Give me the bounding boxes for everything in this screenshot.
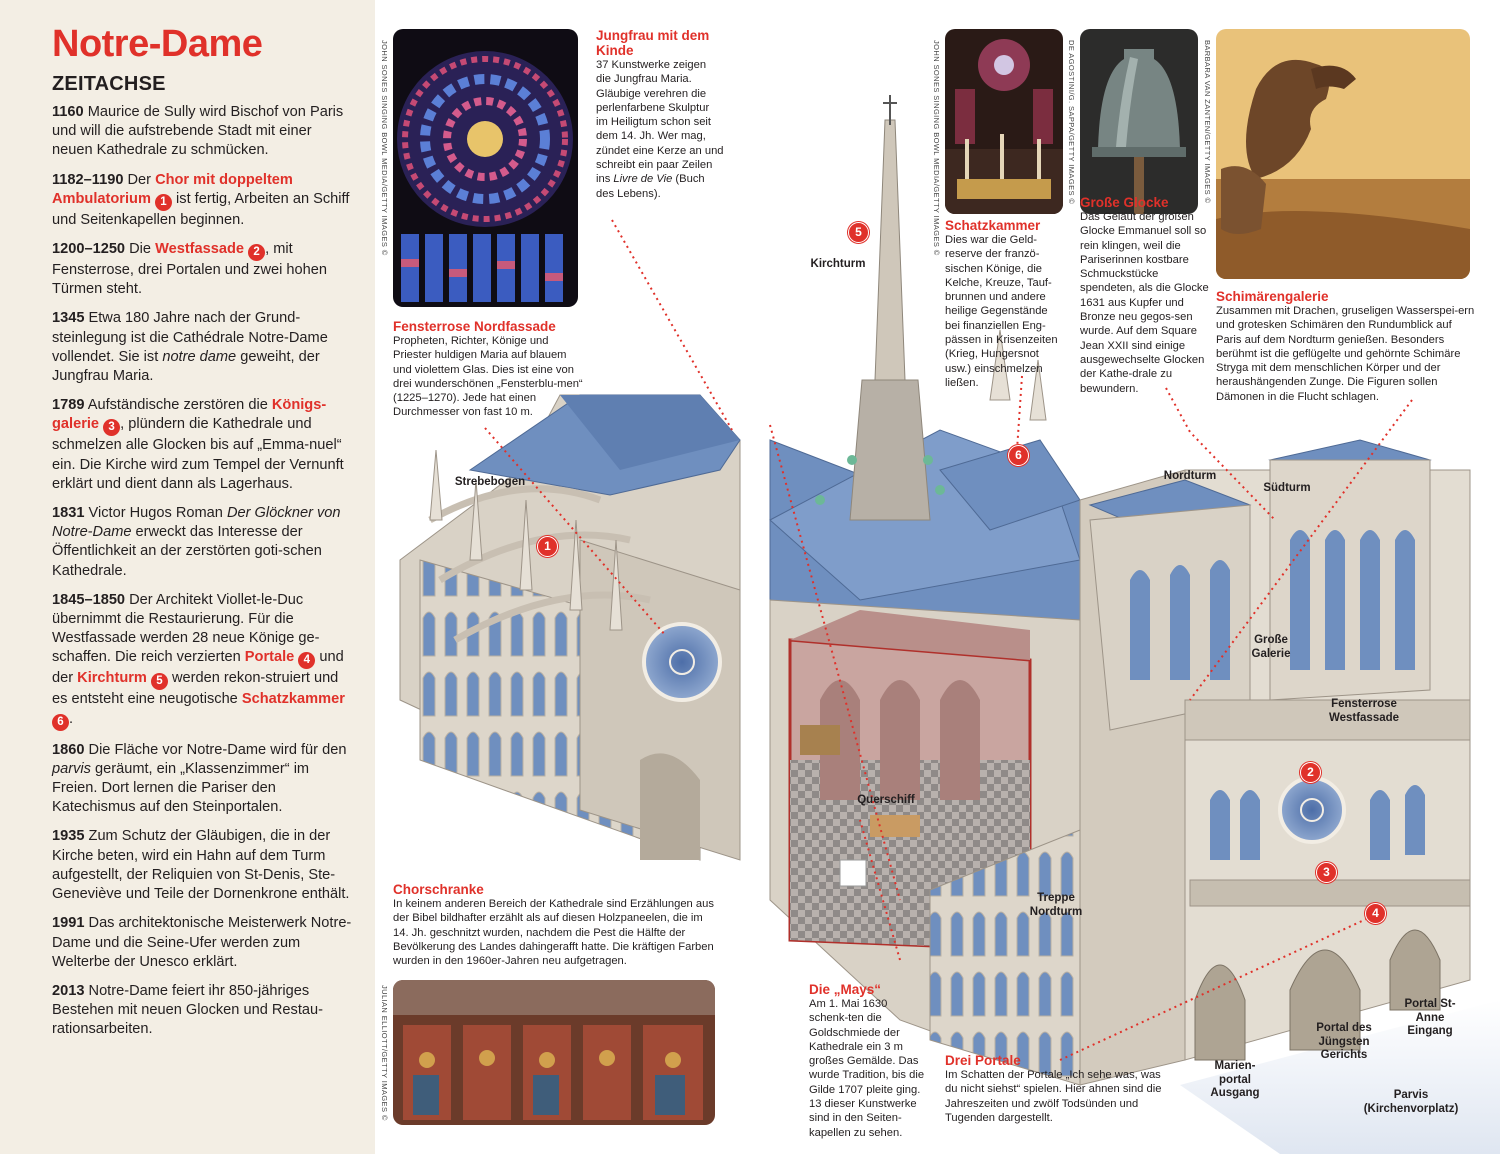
timeline-entry: 1845–1850 Der Architekt Viollet-le-Duc ü… (52, 591, 352, 731)
timeline-entry: 1789 Aufständische zerstören die Königs-… (52, 397, 344, 492)
marker-6-schatzkammer: 6 (1008, 445, 1029, 466)
north-rose-window-photo (393, 29, 578, 307)
marker-number: 4 (298, 652, 316, 670)
timeline-entry: 1345 Etwa 180 Jahre nach der Grund-stein… (52, 310, 328, 385)
caption-chorschranke: Chorschranke In keinem anderen Bereich d… (393, 882, 714, 968)
photo-credit: JULIAN ELLIOTT/GETTY IMAGES © (380, 985, 389, 1121)
caption-schimaerengalerie: Schimärengalerie Zusammen mit Drachen, g… (1216, 289, 1475, 403)
timeline-entry: 1991 Das architektonische Meisterwerk No… (52, 915, 352, 970)
marker-2-westfassade: 2 (1300, 762, 1321, 783)
label-nordturm: Nordturm (1163, 470, 1217, 482)
timeline-entry: 1860 Die Fläche vor Notre-Dame wird für … (52, 741, 347, 816)
parvis-ground (1180, 1000, 1500, 1154)
timeline-entry: 1200–1250 Die Westfassade 2, mit Fenster… (52, 241, 328, 298)
label-suedturm: Südturm (1263, 482, 1311, 494)
marker-number: 1 (154, 193, 172, 211)
caption-fensterrose-nord: Fensterrose Nordfassade Propheten, Richt… (393, 319, 583, 419)
timeline-entry: 1182–1190 Der Chor mit doppeltem Ambulat… (52, 171, 350, 228)
marker-number: 2 (248, 244, 266, 262)
label-fensterrose-west: Fensterrose Westfassade (1328, 698, 1400, 724)
label-strebebogen: Strebebogen (454, 476, 526, 488)
marker-5-kirchturm: 5 (848, 222, 869, 243)
label-kirchturm: Kirchturm (810, 258, 866, 270)
label-parvis: Parvis (Kirchenvorplatz) (1363, 1089, 1459, 1115)
nave-section (769, 429, 1124, 1086)
timeline-entries: 1160 Maurice de Sully wird Bischof von P… (52, 103, 352, 1050)
label-portal-st-anne: Portal St-Anne Eingang (1404, 998, 1456, 1037)
chimera-photo (1216, 29, 1470, 279)
marker-3-koenigsgalerie: 3 (1316, 862, 1337, 883)
west-facade (1079, 439, 1471, 1086)
marker-number: 5 (150, 673, 168, 691)
choir-section (399, 394, 741, 861)
label-treppe-nordturm: Treppe Nordturm (1029, 892, 1083, 918)
label-querschiff: Querschiff (857, 794, 915, 806)
photo-credit: JOHN SONES SINGING BOWL MEDIA/GETTY IMAG… (932, 40, 941, 256)
caption-jungfrau: Jungfrau mit dem Kinde 37 Kunstwerke zei… (596, 28, 724, 200)
label-grosse-galerie: Große Galerie (1251, 634, 1291, 660)
marker-number: 6 (52, 713, 69, 731)
marker-1-choir: 1 (537, 536, 558, 557)
caption-mays: Die „Mays“ Am 1. Mai 1630 schenk-ten die… (809, 982, 925, 1139)
great-bell-photo (1080, 29, 1198, 214)
label-portal-juengstes-gericht: Portal des Jüngsten Gerichts (1316, 1022, 1372, 1061)
timeline-heading: ZEITACHSE (52, 73, 166, 95)
photo-credit: JOHN SONES SINGING BOWL MEDIA/GETTY IMAG… (380, 40, 389, 256)
marker-number: 3 (103, 419, 121, 437)
timeline-entry: 2013 Notre-Dame feiert ihr 850-jähriges … (52, 982, 323, 1038)
timeline-panel: Notre-Dame ZEITACHSE 1160 Maurice de Sul… (0, 0, 375, 1154)
timeline-entry: 1935 Zum Schutz der Gläubigen, die in de… (52, 828, 350, 903)
photo-credit: DE AGOSTINI/G. SAPPA/GETTY IMAGES © (1067, 40, 1076, 205)
leader-lines (484, 219, 1413, 1061)
label-marienportal: Marien-portal Ausgang (1210, 1060, 1260, 1099)
choir-screen-photo (393, 980, 715, 1125)
photo-credit: BARBARA VAN ZANTEN/GETTY IMAGES © (1203, 40, 1212, 204)
caption-schatzkammer: Schatzkammer Dies war die Geld-reserve d… (945, 218, 1058, 389)
page-title: Notre-Dame (52, 23, 263, 65)
caption-grosse-glocke: Große Glocke Das Geläut der großen Glock… (1080, 195, 1209, 395)
caption-drei-portale: Drei Portale Im Schatten der Portale „Ic… (945, 1053, 1162, 1124)
timeline-entry: 1831 Victor Hugos Roman Der Glöckner von… (52, 505, 341, 579)
spire (815, 95, 945, 521)
marker-4-portale: 4 (1365, 903, 1386, 924)
timeline-entry: 1160 Maurice de Sully wird Bischof von P… (52, 104, 344, 159)
treasury-photo (945, 29, 1063, 214)
